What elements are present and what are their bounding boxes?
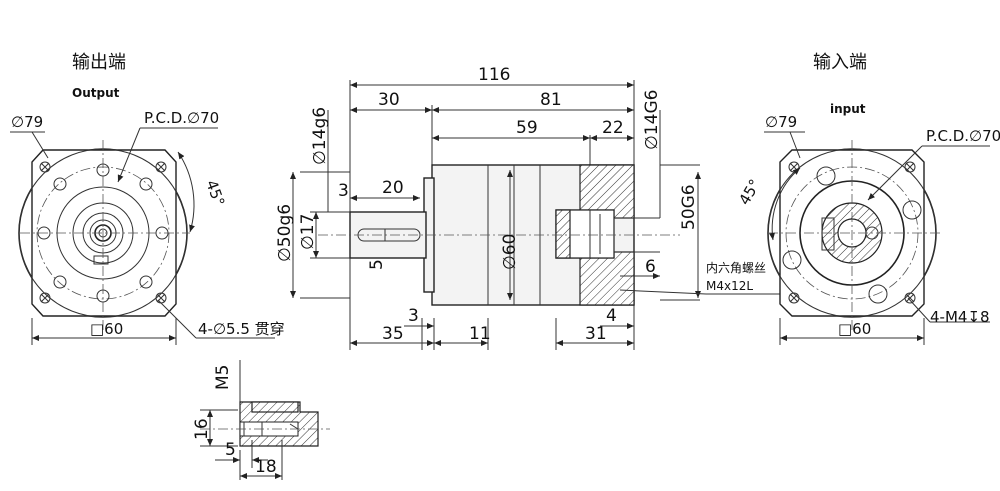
dim-17: ∅17 (298, 214, 318, 250)
output-view: 输出端 Output (10, 52, 285, 345)
dim-key-5: 5 (367, 259, 387, 270)
dim-11: 11 (469, 324, 491, 344)
input-bolt-holes (782, 161, 922, 304)
input-dia-outer: ∅79 (765, 113, 797, 131)
input-holes: 4-M4↧8 (930, 308, 990, 326)
output-angle: 45° (202, 178, 228, 209)
detail-view: M5 16 5 18 (192, 360, 330, 480)
dim-116: 116 (478, 65, 510, 85)
input-square: □60 (838, 320, 871, 338)
input-view: 输入端 input ∅79 P.C.D.∅70 45° (735, 52, 1000, 345)
dim-59: 59 (516, 118, 538, 138)
dim-key-3: 3 (338, 181, 349, 201)
input-angle: 45° (735, 176, 764, 208)
dim-50G6-bore: 50G6 (679, 184, 699, 230)
input-pcd: P.C.D.∅70 (926, 127, 1000, 145)
output-square: □60 (90, 320, 123, 338)
dim-4: 4 (606, 306, 617, 326)
dim-14G6-bore: ∅14G6 (642, 90, 662, 150)
screw-label-cn: 内六角螺丝 (706, 261, 766, 275)
dim-30: 30 (378, 90, 400, 110)
detail-dim-18: 18 (255, 457, 277, 477)
dim-14g6: ∅14g6 (310, 107, 330, 165)
dim-22: 22 (602, 118, 624, 138)
detail-dim-5: 5 (225, 440, 236, 460)
dim-31: 31 (585, 324, 607, 344)
side-view: 116 30 81 59 22 ∅50g6 (275, 65, 780, 350)
dim-60-body: ∅60 (500, 234, 520, 270)
output-pcd: P.C.D.∅70 (144, 109, 219, 127)
input-title-cn: 输入端 (813, 52, 867, 73)
output-holes: 4-∅5.5 贯穿 (198, 320, 285, 338)
output-dia-outer: ∅79 (11, 113, 43, 131)
input-title-en: input (830, 102, 866, 116)
detail-depth-16: 16 (192, 418, 212, 440)
output-square-flange (31, 149, 177, 317)
output-title-cn: 输出端 (72, 52, 126, 73)
dim-key-20: 20 (382, 178, 404, 198)
dim-81: 81 (540, 90, 562, 110)
screw-label-spec: M4x12L (706, 279, 753, 293)
dim-6: 6 (645, 257, 656, 277)
dim-3-bottom: 3 (408, 306, 419, 326)
dim-50g6: ∅50g6 (275, 204, 295, 262)
output-title-en: Output (72, 86, 120, 100)
detail-thread: M5 (213, 365, 233, 390)
dim-35: 35 (382, 324, 404, 344)
